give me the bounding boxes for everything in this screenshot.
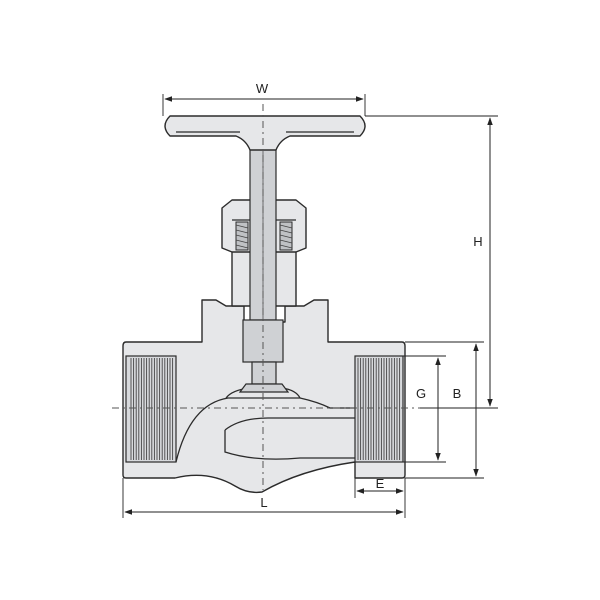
packing-mark: [279, 244, 293, 249]
right-threaded-end: [354, 355, 404, 463]
packing-mark: [279, 229, 293, 234]
left-thread-lines: [130, 358, 174, 460]
packing-mark: [235, 239, 249, 244]
dimension-label-w: W: [256, 81, 269, 96]
packing-mark: [235, 224, 249, 229]
packing-mark: [235, 234, 249, 239]
packing-mark: [279, 239, 293, 244]
dimension-label-e: E: [376, 476, 385, 491]
handwheel: [164, 115, 366, 151]
dimension-label-g: G: [416, 386, 426, 401]
left-threaded-end: [125, 355, 177, 463]
packing-marks: [235, 224, 293, 249]
packing-mark: [235, 229, 249, 234]
dimension-label-b: B: [453, 386, 462, 401]
valve-body: [122, 299, 406, 494]
extension-lines: [122, 94, 498, 518]
packing-mark: [279, 234, 293, 239]
dimension-label-h: H: [473, 234, 482, 249]
right-thread-lines: [357, 358, 401, 460]
packing-mark: [279, 224, 293, 229]
dimension-label-l: L: [260, 495, 267, 510]
packing-mark: [235, 244, 249, 249]
